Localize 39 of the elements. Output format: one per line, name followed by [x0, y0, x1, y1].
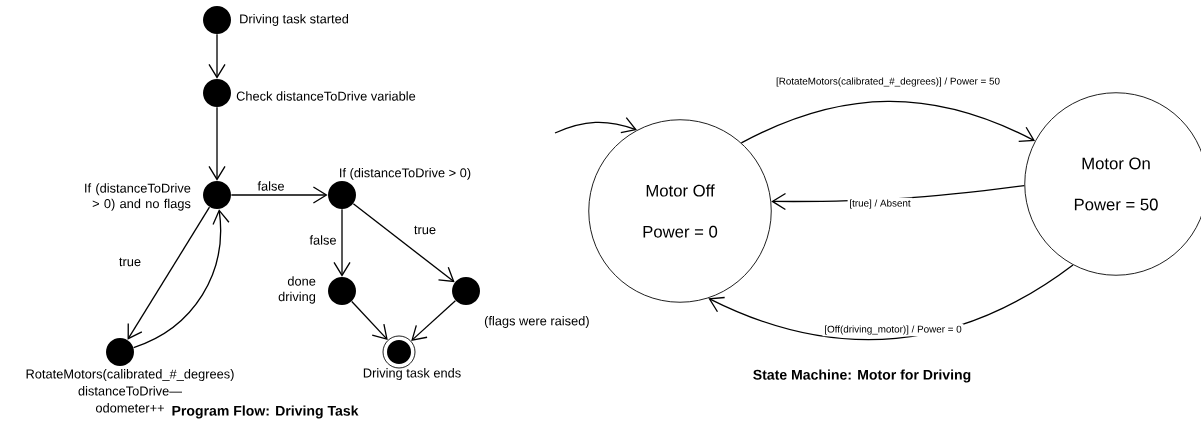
edge-label: [true] / Absent — [847, 197, 913, 211]
node-label: If (distanceToDrive > 0) — [340, 167, 471, 180]
arrow — [708, 264, 1074, 341]
edge-label: [RotateMotors(calibrated_#_degrees)] / Power = 50 — [774, 75, 1002, 89]
edge-label: false — [255, 179, 287, 193]
arrow — [133, 209, 230, 349]
state-dot — [203, 181, 231, 209]
arrow — [208, 33, 226, 79]
node-label: distanceToDrive— — [78, 386, 183, 396]
state-dot — [452, 277, 480, 305]
edge-label: true — [412, 224, 438, 236]
node-label: Driving task started — [240, 14, 349, 26]
node-label: RotateMotors(calibrated_#_degrees) — [26, 369, 234, 382]
arrow — [230, 186, 328, 204]
arrow — [333, 208, 351, 277]
state-dot — [328, 277, 356, 305]
arrow — [208, 106, 226, 181]
arrow — [352, 203, 455, 283]
arrow — [127, 206, 211, 340]
arrow — [351, 300, 388, 340]
state-dot — [203, 79, 231, 107]
node-label: (flags were raised) — [484, 316, 589, 328]
arrow — [411, 300, 457, 341]
panel-caption: State Machine: Motor for Driving — [753, 369, 971, 383]
state-dot — [106, 338, 134, 366]
panel-caption: Program Flow: Driving Task — [172, 405, 359, 419]
arrow — [554, 117, 637, 134]
node-label: odometer++ — [95, 403, 164, 413]
edge-label: true — [117, 256, 143, 268]
state-dot — [203, 6, 231, 34]
state-dot — [328, 181, 356, 209]
node-label: Driving task ends — [363, 368, 461, 381]
arrow — [740, 100, 1036, 144]
edge-label: false — [307, 233, 339, 247]
node-label: Check distanceToDrive variable — [236, 91, 416, 101]
node-label: If (distanceToDrive > 0) and no flags — [85, 183, 191, 211]
final-state — [382, 335, 416, 369]
edge-label: [Off(driving_motor)] / Power = 0 — [822, 323, 964, 337]
node-label: done driving — [278, 276, 316, 304]
